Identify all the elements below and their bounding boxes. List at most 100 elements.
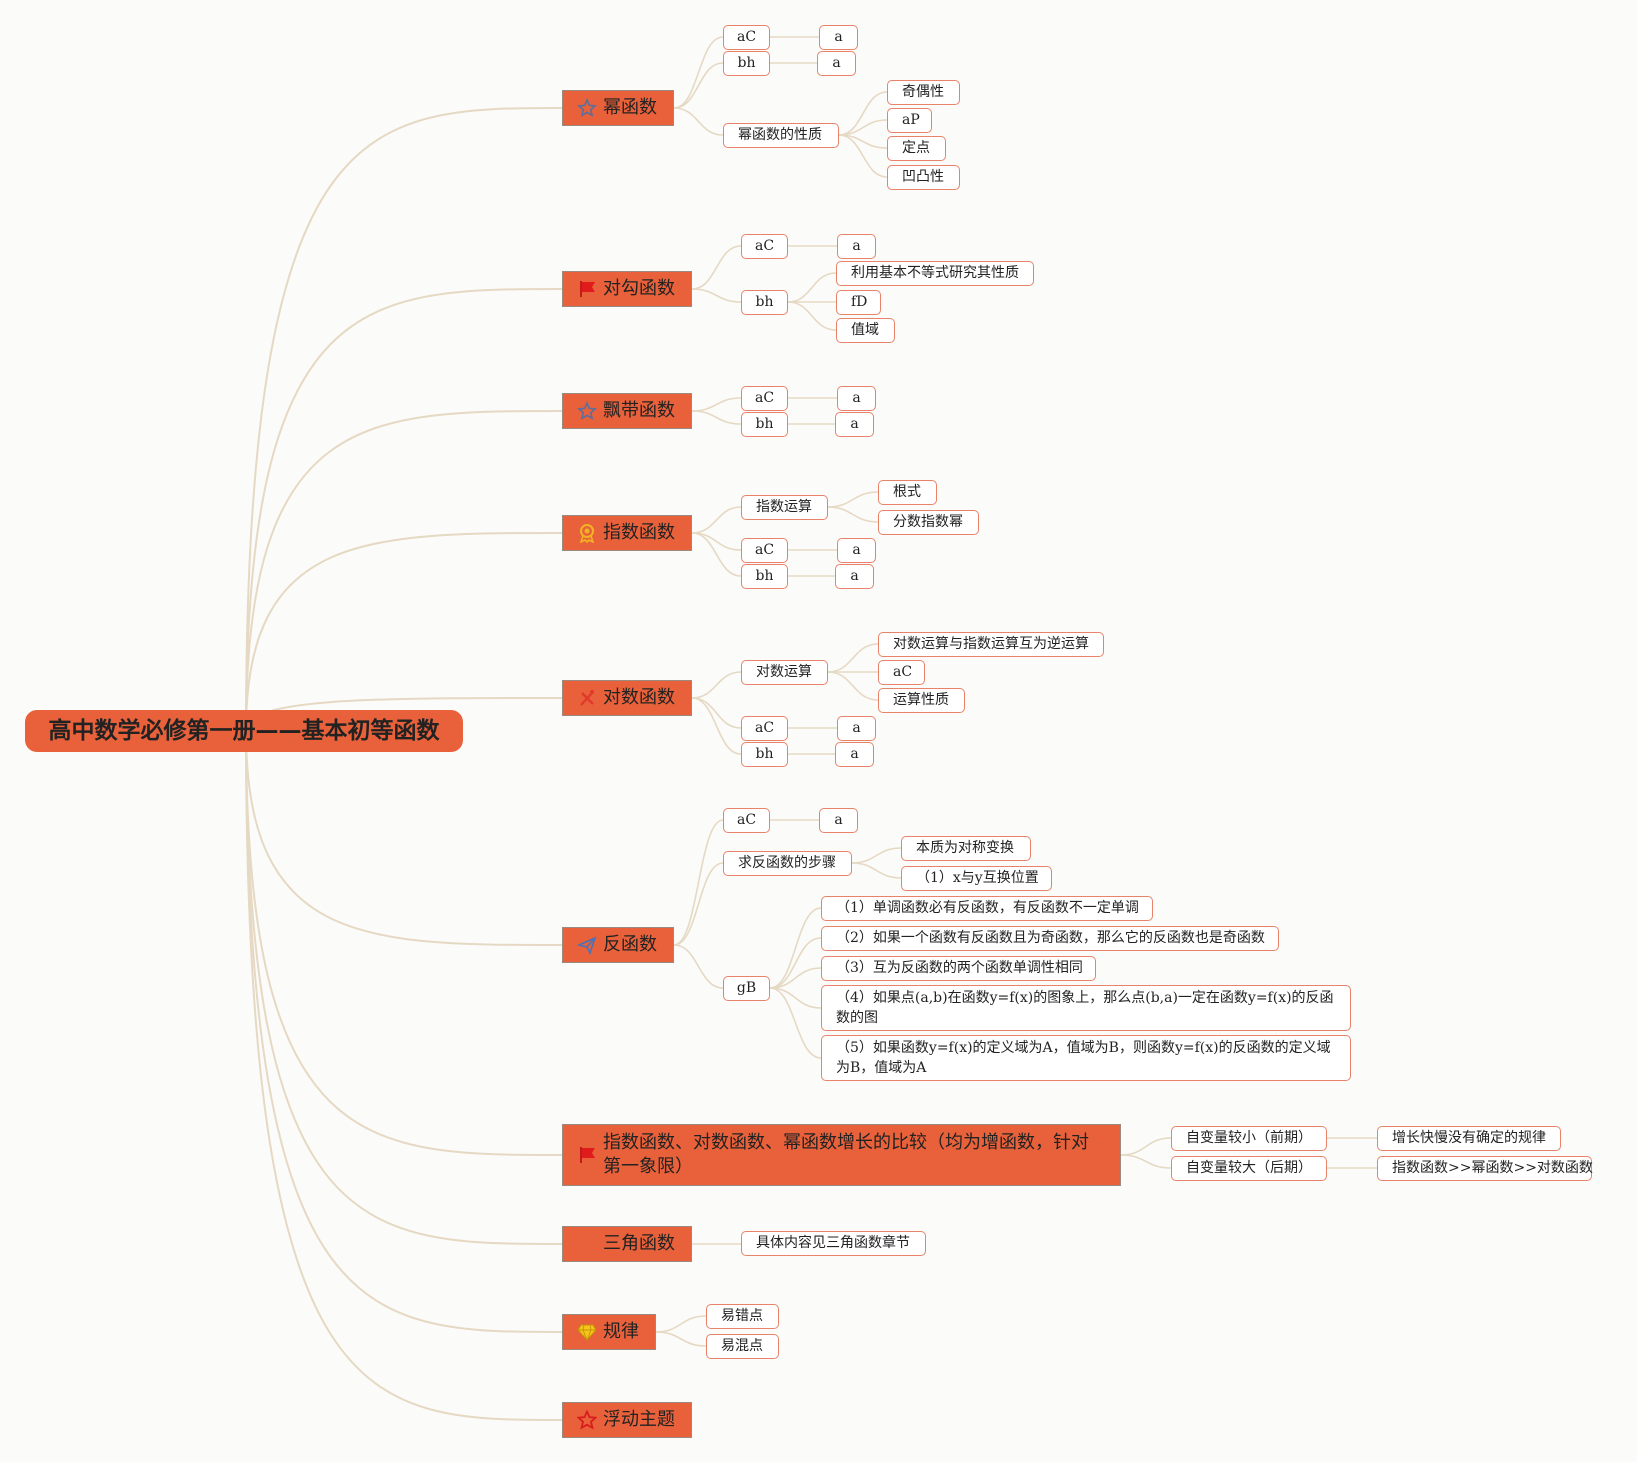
subtopic-node[interactable]: （2）如果一个函数有反函数且为奇函数，那么它的反函数也是奇函数 (821, 926, 1279, 951)
subtopic-node[interactable]: 奇偶性 (887, 80, 960, 105)
topic-inverse-function[interactable]: 反函数 (562, 927, 674, 963)
topic-growth-comparison[interactable]: 指数函数、对数函数、幂函数增长的比较（均为增函数，针对第一象限） (562, 1124, 1121, 1186)
subtopic-node[interactable]: a (817, 51, 856, 76)
connector-line (827, 643, 879, 673)
subtopic-node[interactable]: a (837, 538, 876, 563)
connector-line (245, 730, 563, 1156)
subtopic-node[interactable]: a (837, 386, 876, 411)
subtopic-node[interactable]: （3）互为反函数的两个函数单调性相同 (821, 956, 1096, 981)
subtopic-node[interactable]: （1）单调函数必有反函数，有反函数不一定单调 (821, 896, 1153, 921)
connector-line (245, 532, 563, 732)
connector-line (827, 491, 879, 508)
connector-line (673, 107, 724, 136)
connector-line (769, 987, 822, 1009)
topic-floating[interactable]: 浮动主题 (562, 1402, 692, 1438)
subtopic-node[interactable]: 本质为对称变换 (901, 836, 1031, 861)
subtopic-node[interactable]: 易混点 (706, 1334, 779, 1359)
subtopic-node[interactable]: 对数运算 (741, 660, 828, 685)
connector-line (691, 532, 742, 577)
connector-line (1120, 1137, 1172, 1156)
subtopic-node[interactable]: aP (887, 108, 932, 133)
subtopic-node[interactable]: a (835, 412, 874, 437)
subtopic-node[interactable]: aC (723, 808, 770, 833)
topic-label: 反函数 (603, 934, 657, 955)
connector-line (838, 91, 888, 136)
subtopic-node[interactable]: aC (741, 538, 788, 563)
connector-line (691, 397, 742, 412)
award-ribbon-icon (577, 523, 597, 543)
subtopic-node[interactable]: 自变量较小（前期） (1171, 1126, 1327, 1151)
subtopic-node[interactable]: 自变量较大（后期） (1171, 1156, 1327, 1181)
subtopic-node[interactable]: aC (878, 660, 925, 685)
subtopic-node[interactable]: （5）如果函数y=f(x)的定义域为A，值域为B，则函数y=f(x)的反函数的定… (821, 1035, 1351, 1081)
subtopic-node[interactable]: bh (741, 742, 788, 767)
subtopic-node[interactable]: 定点 (887, 136, 946, 161)
topic-rules[interactable]: 规律 (562, 1314, 656, 1350)
star-outline-icon (577, 98, 597, 118)
subtopic-node[interactable]: 易错点 (706, 1304, 779, 1329)
subtopic-node[interactable]: 根式 (878, 480, 937, 505)
subtopic-node[interactable]: 指数运算 (741, 495, 828, 520)
subtopic-node[interactable]: 利用基本不等式研究其性质 (836, 261, 1034, 286)
subtopic-node[interactable]: fD (836, 290, 881, 315)
connector-line (838, 134, 888, 178)
connector-line (769, 937, 822, 989)
connector-line (655, 1331, 707, 1347)
subtopic-node[interactable]: a (837, 234, 876, 259)
connector-line (827, 671, 879, 701)
connector-line (769, 967, 822, 989)
blank-icon (577, 1234, 597, 1254)
topic-label: 三角函数 (603, 1233, 675, 1254)
subtopic-node[interactable]: aC (723, 25, 770, 50)
subtopic-node[interactable]: 指数函数>>幂函数>>对数函数 (1377, 1156, 1593, 1181)
subtopic-node[interactable]: （4）如果点(a,b)在函数y=f(x)的图象上，那么点(b,a)一定在函数y=… (821, 985, 1351, 1031)
connector-line (691, 245, 742, 290)
connector-line (691, 288, 742, 303)
connector-line (673, 819, 724, 946)
connector-line (691, 506, 742, 534)
subtopic-node[interactable]: a (819, 25, 858, 50)
topic-label: 规律 (603, 1321, 639, 1342)
connector-line (673, 62, 724, 109)
subtopic-node[interactable]: 分数指数幂 (878, 510, 979, 535)
red-flag-icon (577, 279, 597, 299)
topic-label: 指数函数 (603, 522, 675, 543)
subtopic-node[interactable]: a (835, 564, 874, 589)
subtopic-node[interactable]: a (835, 742, 874, 767)
subtopic-node[interactable]: 具体内容见三角函数章节 (741, 1231, 926, 1256)
subtopic-node[interactable]: 凹凸性 (887, 165, 960, 190)
topic-label: 飘带函数 (603, 400, 675, 421)
subtopic-node[interactable]: aC (741, 234, 788, 259)
topic-label: 浮动主题 (603, 1409, 675, 1430)
subtopic-node[interactable]: 对数运算与指数运算互为逆运算 (878, 632, 1104, 657)
subtopic-node[interactable]: a (819, 808, 858, 833)
subtopic-node[interactable]: 增长快慢没有确定的规律 (1377, 1126, 1561, 1151)
subtopic-node[interactable]: 幂函数的性质 (723, 123, 839, 148)
topic-logarithmic-function[interactable]: 对数函数 (562, 680, 692, 716)
subtopic-node[interactable]: aC (741, 716, 788, 741)
subtopic-node[interactable]: 求反函数的步骤 (723, 851, 852, 876)
subtopic-node[interactable]: 运算性质 (878, 688, 965, 713)
subtopic-node[interactable]: bh (741, 564, 788, 589)
subtopic-node[interactable]: （1）x与y互换位置 (901, 866, 1052, 891)
topic-hook-function[interactable]: 对勾函数 (562, 271, 692, 307)
root-topic[interactable]: 高中数学必修第一册——基本初等函数 (25, 710, 463, 752)
connector-line (691, 410, 742, 425)
topic-trig-function[interactable]: 三角函数 (562, 1226, 692, 1262)
subtopic-node[interactable]: bh (741, 412, 788, 437)
subtopic-node[interactable]: aC (741, 386, 788, 411)
subtopic-node[interactable]: bh (723, 51, 770, 76)
topic-label: 指数函数、对数函数、幂函数增长的比较（均为增函数，针对第一象限） (603, 1132, 1089, 1177)
subtopic-node[interactable]: a (837, 716, 876, 741)
topic-exponential-function[interactable]: 指数函数 (562, 515, 692, 551)
connector-line (851, 847, 902, 864)
connector-line (691, 697, 742, 755)
connector-line (245, 107, 563, 732)
subtopic-node[interactable]: bh (741, 290, 788, 315)
topic-power-function[interactable]: 幂函数 (562, 90, 674, 126)
subtopic-node[interactable]: 值域 (836, 318, 895, 343)
topic-ribbon-function[interactable]: 飘带函数 (562, 393, 692, 429)
connector-line (769, 907, 822, 989)
subtopic-node[interactable]: gB (723, 976, 770, 1001)
